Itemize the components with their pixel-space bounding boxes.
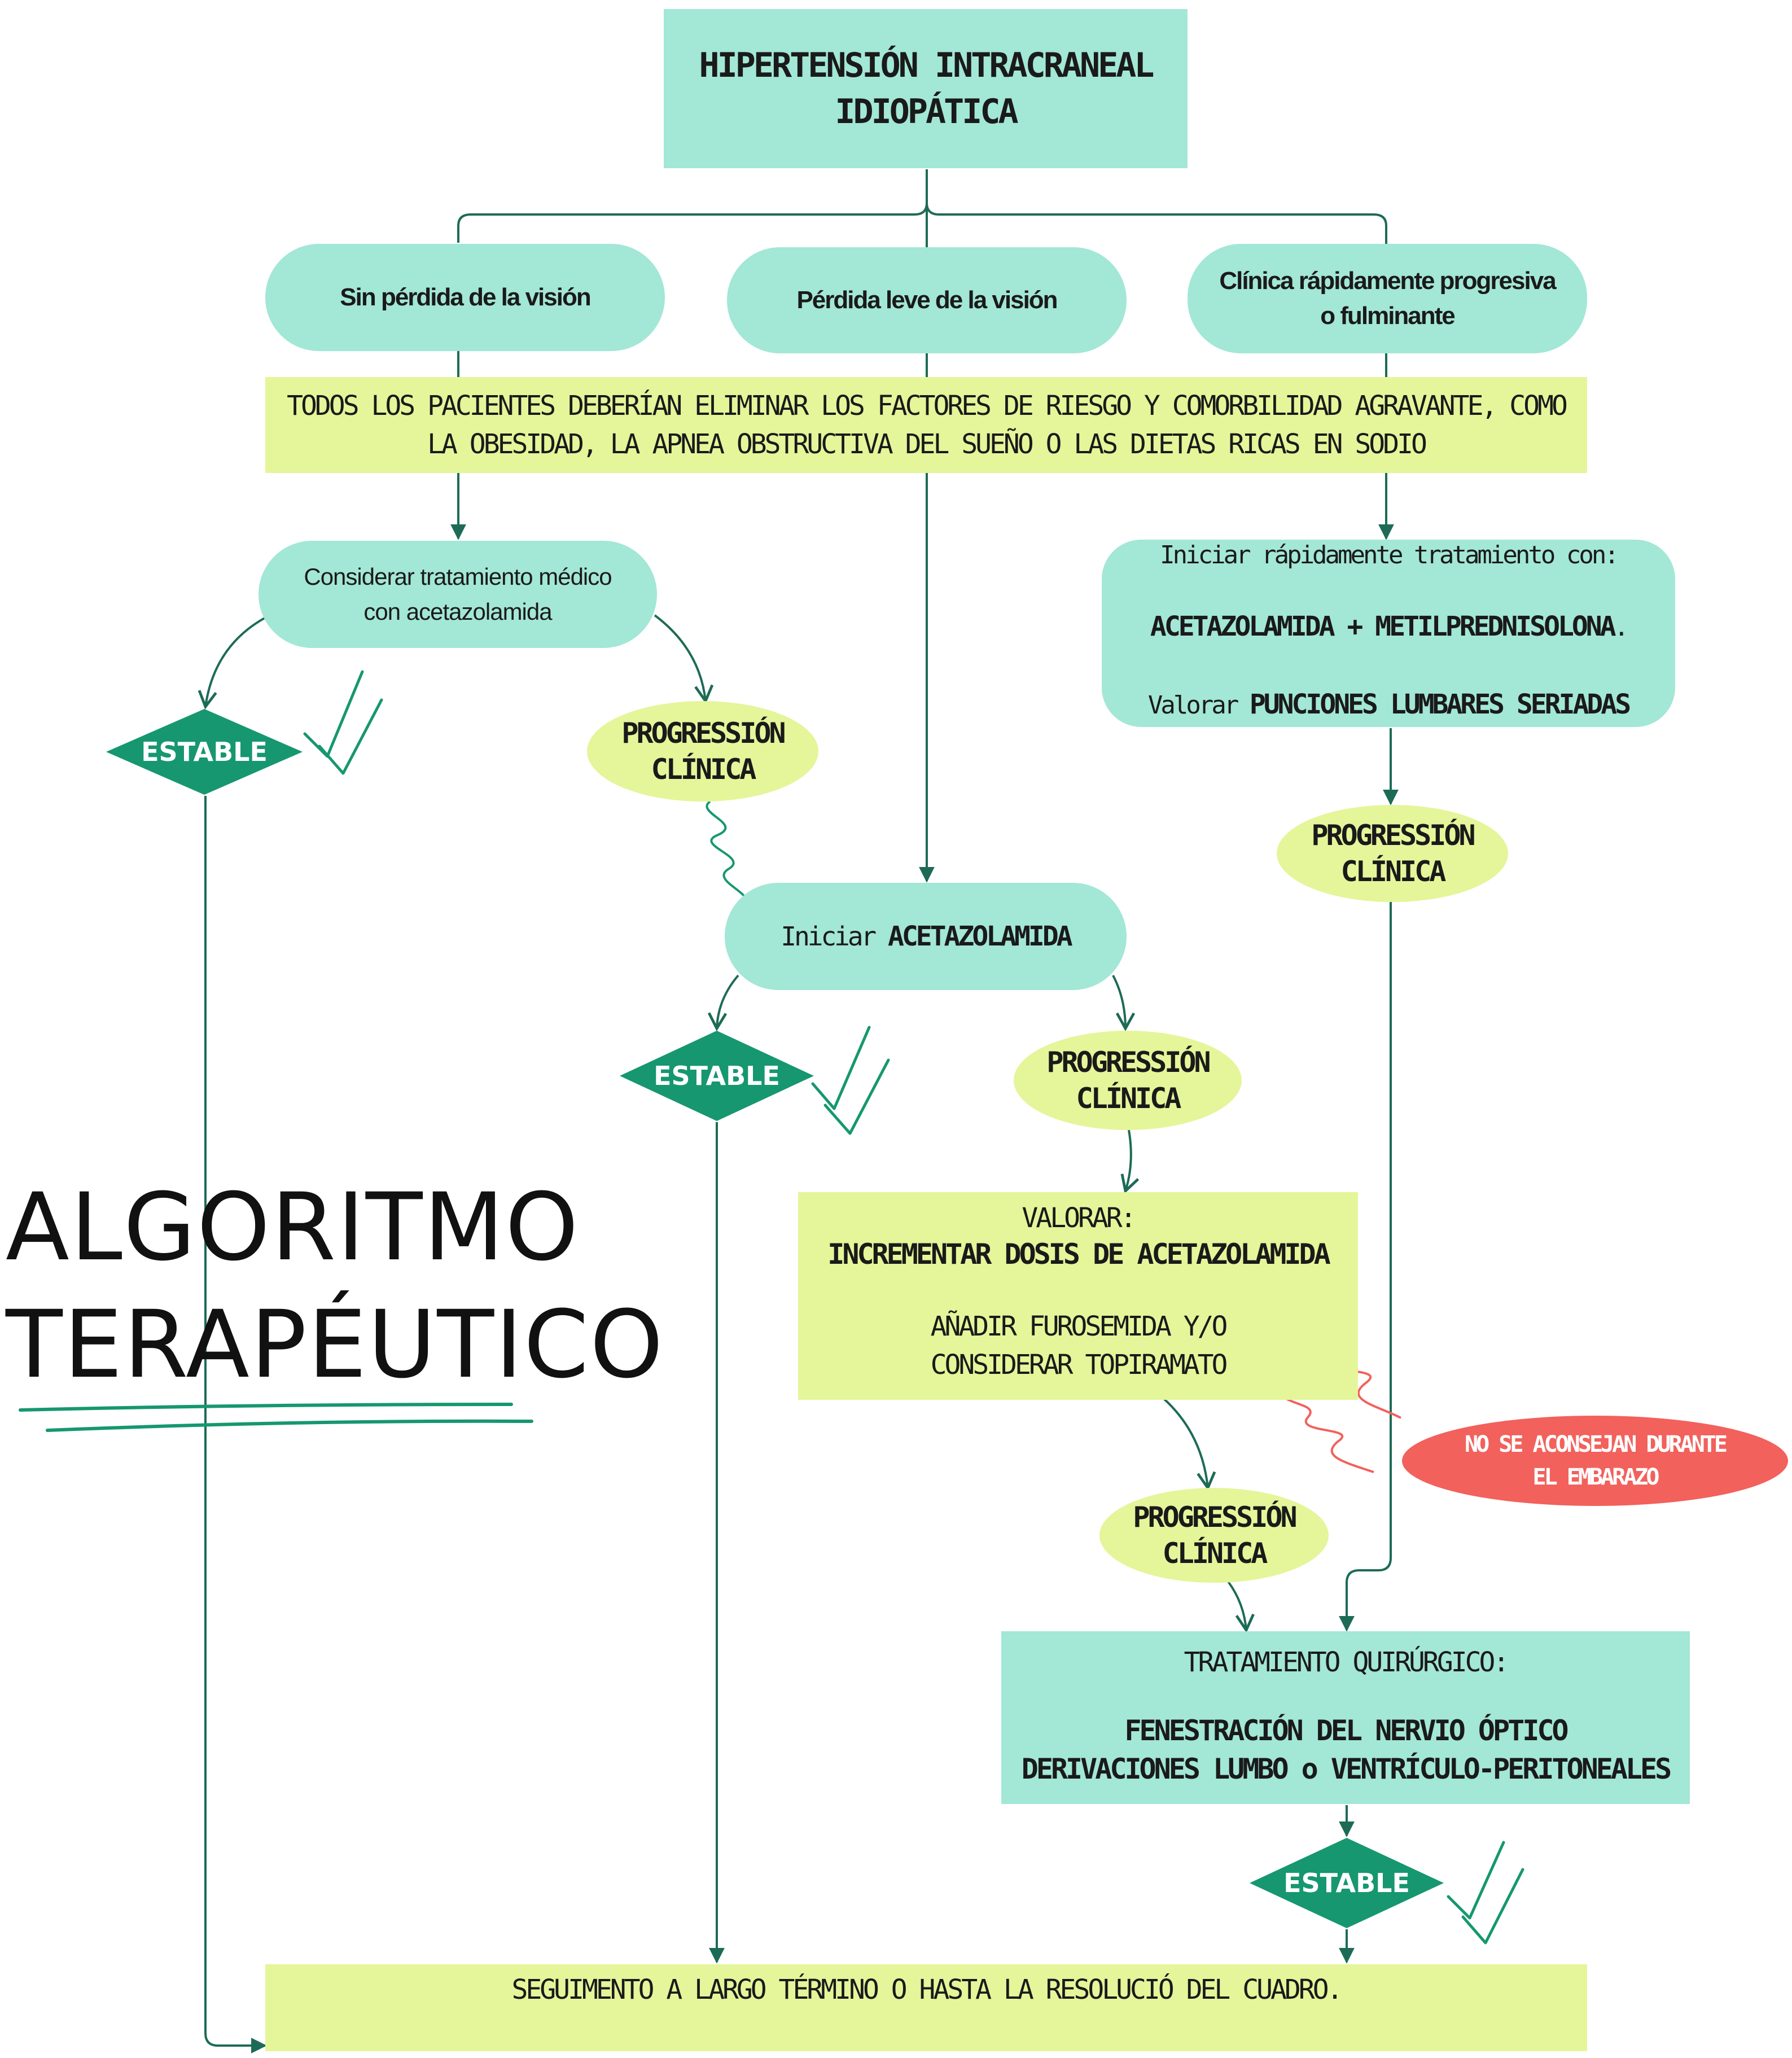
start-acetazolamide-prefix: Iniciar	[781, 921, 888, 952]
follow-up-text: SEGUIMENTO A LARGO TÉRMINO O HASTA LA RE…	[511, 1974, 1343, 2006]
connector-left-stable-followup	[204, 796, 267, 2053]
checkmark-icon-2	[318, 698, 383, 775]
progression-ellipse-lower: PROGRESSIÓN CLÍNICA	[1099, 1488, 1329, 1583]
progression-right-line1: PROGRESSIÓN	[1311, 819, 1475, 852]
progression-lower-line1: PROGRESSIÓN	[1133, 1501, 1297, 1534]
pregnancy-warning: NO SE ACONSEJAN DURANTE EL EMBARAZO	[1402, 1416, 1788, 1506]
branch-rapid-progression-line1: Clínica rápidamente progresiva	[1219, 267, 1556, 295]
assess-add-line1: AÑADIR FUROSEMIDA Y/O	[930, 1311, 1228, 1342]
title-box: HIPERTENSIÓN INTRACRANEAL IDIOPÁTICA	[664, 9, 1188, 168]
checkmark-icon-1	[303, 670, 364, 758]
rapid-treatment-box: Iniciar rápidamente tratamiento con: ACE…	[1102, 540, 1675, 727]
progression-middle-line2: CLÍNICA	[1076, 1082, 1182, 1115]
surgery-line1: FENESTRACIÓN DEL NERVIO ÓPTICO	[1124, 1714, 1568, 1747]
connector-title-split	[457, 169, 928, 243]
rapid-treatment-assess-prefix: Valorar	[1147, 691, 1250, 720]
risk-factors-line1: TODOS LOS PACIENTES DEBERÍAN ELIMINAR LO…	[287, 390, 1568, 422]
branch-mild-vision-loss-label: Pérdida leve de la visión	[796, 286, 1058, 314]
title-underline-2	[46, 1419, 533, 1432]
title-text: HIPERTENSIÓN INTRACRANEAL IDIOPÁTICA	[699, 46, 1154, 132]
surgery-line2: DERIVACIONES LUMBO o VENTRÍCULO-PERITONE…	[1021, 1753, 1672, 1785]
surgery-heading: TRATAMIENTO QUIRÚRGICO:	[1184, 1647, 1510, 1678]
surgical-treatment-box: TRATAMIENTO QUIRÚRGICO: FENESTRACIÓN DEL…	[1001, 1631, 1690, 1804]
checkmark-icon-6	[1461, 1868, 1524, 1945]
consider-medical-line1: Considerar tratamiento médico	[304, 563, 612, 590]
rapid-treatment-drugs-suffix: .	[1614, 613, 1629, 642]
risk-factors-band: TODOS LOS PACIENTES DEBERÍAN ELIMINAR LO…	[265, 377, 1587, 473]
connector-start-progression	[1112, 975, 1136, 1031]
consider-medical-line2: con acetazolamida	[363, 598, 552, 625]
pregnancy-warning-line2: EL EMBARAZO	[1532, 1464, 1660, 1490]
checkmark-icon-3	[811, 1026, 871, 1110]
algorithm-title-line2: TERAPÉUTICO	[6, 1290, 664, 1399]
connector-assess-progression	[1163, 1398, 1216, 1491]
connector-start-stable	[707, 974, 739, 1031]
rapid-treatment-intro: Iniciar rápidamente tratamiento con:	[1160, 541, 1619, 570]
progression-ellipse-middle: PROGRESSIÓN CLÍNICA	[1014, 1031, 1242, 1130]
progression-ellipse-right: PROGRESSIÓN CLÍNICA	[1277, 805, 1508, 902]
connector-title-right	[926, 203, 1387, 244]
assess-heading: VALORAR:	[1022, 1202, 1136, 1234]
assess-add-line2: CONSIDERAR TOPIRAMATO	[930, 1349, 1228, 1381]
start-acetazolamide-bold: ACETAZOLAMIDA	[887, 921, 1073, 952]
branch-no-vision-loss-label: Sin pérdida de la visión	[340, 283, 591, 311]
pregnancy-warning-line1: NO SE ACONSEJAN DURANTE	[1465, 1431, 1728, 1457]
checkmark-icon-5	[1447, 1841, 1505, 1920]
assess-increase: INCREMENTAR DOSIS DE ACETAZOLAMIDA	[827, 1238, 1330, 1271]
follow-up-band: SEGUIMENTO A LARGO TÉRMINO O HASTA LA RE…	[265, 1964, 1587, 2051]
progression-ellipse-left: PROGRESSIÓN CLÍNICA	[587, 701, 818, 802]
connector-consider-progression	[654, 614, 714, 704]
checkmark-icon-4	[823, 1058, 890, 1135]
stable-label-middle: ESTABLE	[654, 1061, 780, 1091]
progression-left-line1: PROGRESSIÓN	[621, 717, 786, 750]
connector-progression-assess	[1120, 1129, 1140, 1194]
rapid-treatment-drugs-line: ACETAZOLAMIDA + METILPREDNISOLONA.	[1150, 608, 1629, 651]
connector-right-to-surgery	[1339, 902, 1392, 1632]
stable-label-lower: ESTABLE	[1283, 1868, 1410, 1898]
rapid-treatment-assess-line: Valorar PUNCIONES LUMBARES SERIADAS	[1147, 686, 1631, 729]
connector-consider-stable	[198, 614, 270, 710]
consider-medical-treatment: Considerar tratamiento médico con acetaz…	[258, 541, 657, 648]
progression-lower-line2: CLÍNICA	[1162, 1537, 1268, 1570]
progression-middle-line1: PROGRESSIÓN	[1046, 1046, 1211, 1079]
start-acetazolamide-box: Iniciar ACETAZOLAMIDA	[725, 883, 1127, 990]
branch-no-vision-loss: Sin pérdida de la visión	[265, 244, 665, 351]
rapid-treatment-drugs: ACETAZOLAMIDA + METILPREDNISOLONA	[1150, 611, 1616, 642]
progression-left-line2: CLÍNICA	[651, 753, 757, 786]
branch-rapid-progression: Clínica rápidamente progresiva o fulmina…	[1188, 244, 1587, 353]
branch-rapid-progression-line2: o fulminante	[1320, 302, 1456, 330]
progression-right-line2: CLÍNICA	[1340, 855, 1447, 888]
assess-box: VALORAR: INCREMENTAR DOSIS DE ACETAZOLAM…	[798, 1192, 1358, 1400]
stable-label-left: ESTABLE	[141, 737, 268, 767]
connector-progression-surgery	[1227, 1580, 1255, 1633]
algorithm-title-line1: ALGORITMO	[6, 1173, 580, 1281]
branch-mild-vision-loss: Pérdida leve de la visión	[727, 247, 1127, 353]
risk-factors-line2: LA OBESIDAD, LA APNEA OBSTRUCTIVA DEL SU…	[427, 428, 1427, 460]
title-underline-1	[19, 1403, 513, 1412]
rapid-treatment-assess-bold: PUNCIONES LUMBARES SERIADAS	[1249, 689, 1631, 720]
